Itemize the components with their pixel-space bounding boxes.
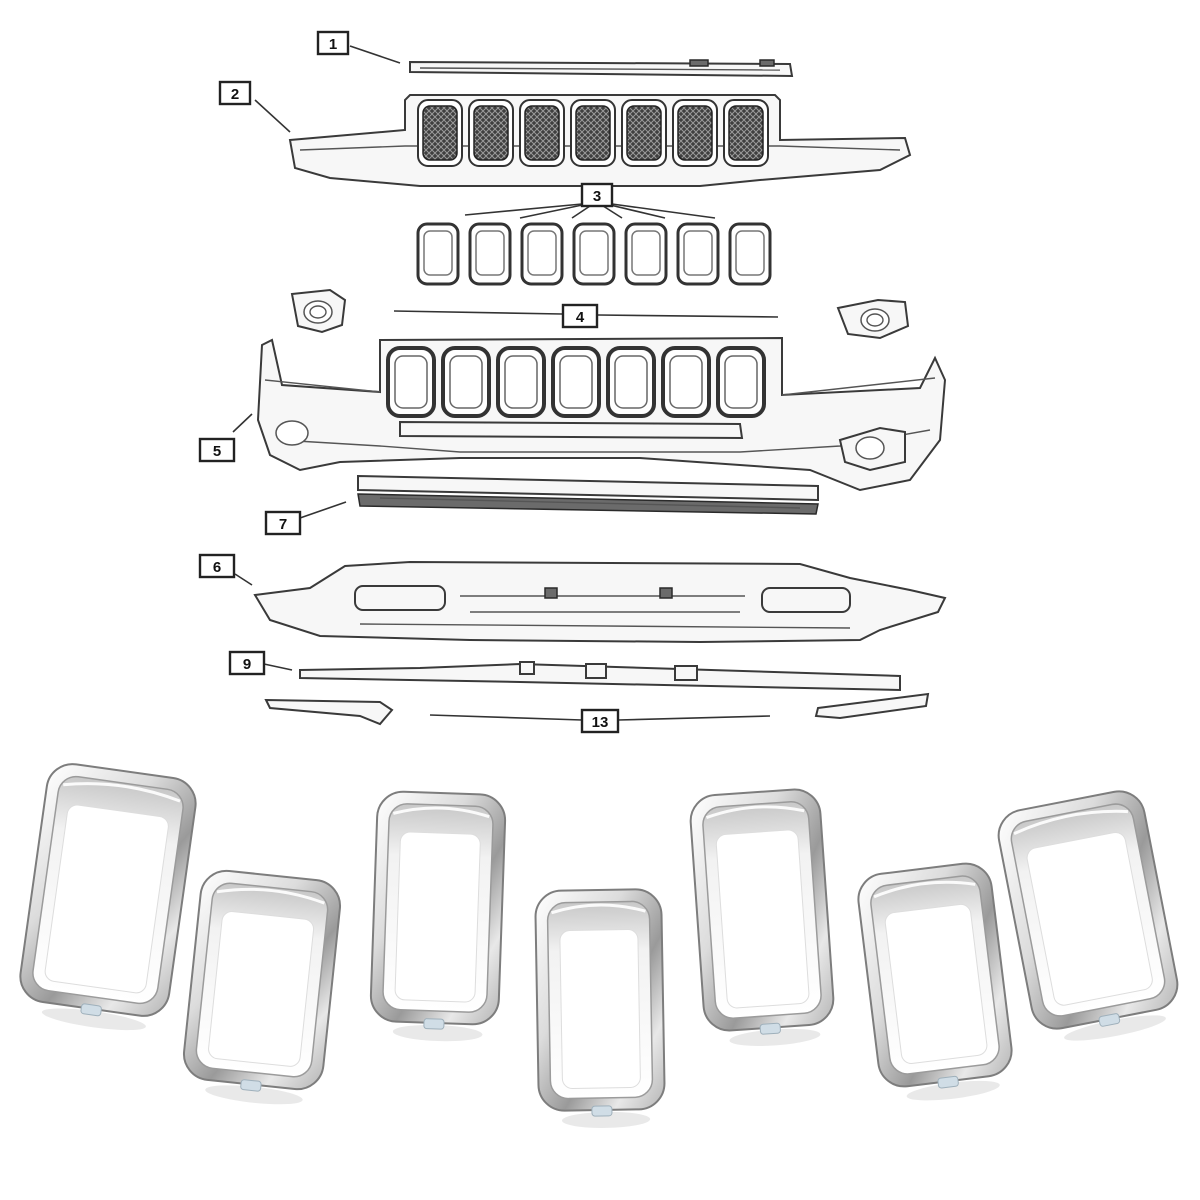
- callout-5: 5: [198, 437, 236, 463]
- grille-ring-outline: [728, 222, 772, 286]
- chrome-grille-ring: [182, 869, 342, 1105]
- grille-ring-outline: [416, 222, 460, 286]
- grille-ring-outline: [624, 222, 668, 286]
- grille-ring-outline: [676, 222, 720, 286]
- callout-label: 4: [576, 309, 585, 326]
- part-7-lower-grille-strip: [357, 474, 819, 515]
- part-13-trim-right: [814, 692, 930, 720]
- chrome-ring-photo: [19, 763, 1179, 1128]
- grille-mesh-openings: [417, 99, 769, 167]
- part-13-trim-left: [264, 698, 394, 726]
- callout-label: 7: [279, 516, 287, 533]
- callout-4: 4: [561, 303, 599, 329]
- part-4-fog-bezel-right: [836, 298, 910, 340]
- callout-6: 6: [198, 553, 236, 579]
- part-9-skid-strip: [299, 661, 901, 692]
- grille-ring-outline: [468, 222, 512, 286]
- part-3-grille-rings: [416, 222, 772, 286]
- bumper-grille-rings: [386, 346, 766, 418]
- grille-opening: [723, 99, 769, 167]
- grille-opening: [570, 99, 616, 167]
- callout-label: 6: [213, 559, 221, 576]
- callout-13: 13: [580, 708, 620, 734]
- callout-3: 3: [580, 182, 614, 208]
- bumper-ring: [661, 346, 711, 418]
- bumper-ring: [496, 346, 546, 418]
- bumper-ring: [606, 346, 656, 418]
- bumper-ring: [441, 346, 491, 418]
- bumper-ring: [716, 346, 766, 418]
- chrome-grille-ring: [689, 788, 835, 1046]
- chrome-grille-ring: [997, 790, 1179, 1041]
- callout-label: 3: [593, 188, 601, 205]
- part-2-grille-assembly: [288, 94, 912, 187]
- chrome-grille-ring: [857, 862, 1013, 1101]
- part-1-upper-grille-strip: [409, 59, 794, 78]
- leader-lines: [232, 45, 779, 721]
- grille-opening: [621, 99, 667, 167]
- bumper-ring: [551, 346, 601, 418]
- callout-label: 9: [243, 656, 251, 673]
- chrome-grille-ring: [369, 790, 507, 1042]
- callout-9: 9: [228, 650, 266, 676]
- callout-7: 7: [264, 510, 302, 536]
- grille-opening: [672, 99, 718, 167]
- chrome-grille-ring: [19, 763, 197, 1031]
- part-5-front-bumper-fascia: [256, 336, 947, 492]
- grille-opening: [468, 99, 514, 167]
- callout-label: 13: [592, 714, 609, 731]
- chrome-grille-ring: [534, 888, 666, 1128]
- grille-opening: [519, 99, 565, 167]
- callout-label: 1: [329, 36, 337, 53]
- callout-2: 2: [218, 80, 252, 106]
- grille-opening: [417, 99, 463, 167]
- callout-label: 2: [231, 86, 239, 103]
- part-6-lower-valance: [253, 560, 947, 644]
- part-4-fog-bezel-left: [290, 288, 347, 334]
- grille-ring-outline: [520, 222, 564, 286]
- grille-ring-outline: [572, 222, 616, 286]
- callout-label: 5: [213, 443, 221, 460]
- bumper-ring: [386, 346, 436, 418]
- callout-1: 1: [316, 30, 350, 56]
